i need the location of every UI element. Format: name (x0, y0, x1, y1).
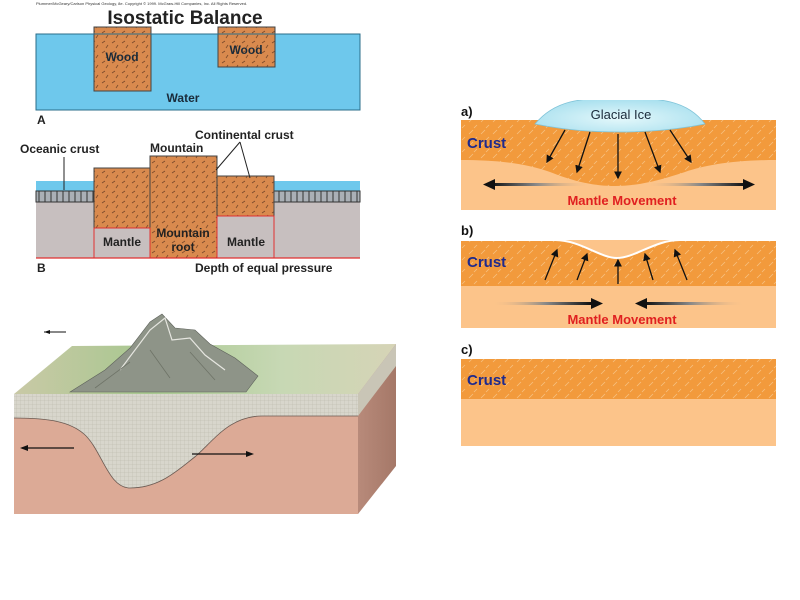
panel-a-movement-label: Mantle Movement (567, 193, 677, 208)
panel-b-label: b) (461, 223, 473, 238)
isostatic-balance-figure: Plummer/McGeary/Carlson Physical Geology… (20, 1, 361, 275)
depth-label: Depth of equal pressure (195, 261, 333, 275)
panel-b-letter: B (37, 261, 46, 275)
credit-line: Plummer/McGeary/Carlson Physical Geology… (36, 1, 247, 6)
mantle-label-left: Mantle (103, 235, 141, 249)
glacial-rebound-figure: a) Glacial Ice Crust Mantle Movement b) … (461, 100, 776, 446)
mountain-label: Mountain (150, 141, 203, 155)
panel-b-movement-label: Mantle Movement (567, 312, 677, 327)
panel-c-crust-label: Crust (467, 372, 506, 389)
panel-a-arrow-left (491, 183, 591, 186)
water-body (35, 33, 361, 111)
figure-title: Isostatic Balance (107, 8, 262, 29)
mountain-block (149, 155, 218, 259)
mountain-root-label-1: Mountain (156, 226, 209, 240)
oceanic-crust-left (35, 190, 95, 203)
glacial-ice-label: Glacial Ice (591, 107, 652, 122)
terrain-block-diagram (13, 313, 396, 514)
panel-a-crust-label: Crust (467, 135, 506, 152)
wood-label-1: Wood (105, 50, 138, 64)
panel-b-crust-label: Crust (467, 254, 506, 271)
oceanic-crust-label: Oceanic crust (20, 142, 99, 156)
oceanic-crust-right (273, 190, 361, 203)
panel-b-arrow-left (491, 302, 591, 305)
continental-crust-label: Continental crust (195, 128, 294, 142)
panel-a-letter: A (37, 113, 46, 127)
wood-block-large (93, 26, 152, 92)
mountain-root-label-2: root (171, 240, 194, 254)
glacial-ice (534, 100, 706, 133)
wood-label-2: Wood (229, 43, 262, 57)
panel-c-label: c) (461, 342, 473, 357)
panel-c-crust (461, 359, 776, 399)
panel-a-arrow-right (645, 183, 745, 186)
ocean-water-left (36, 181, 94, 191)
continental-crust-right (216, 175, 275, 217)
panel-b-arrow-right (645, 302, 745, 305)
mountain-peak (68, 313, 259, 393)
front-crust (14, 394, 358, 488)
panel-a-label: a) (461, 104, 473, 119)
ocean-water-right (274, 181, 360, 191)
mantle-label-right: Mantle (227, 235, 265, 249)
water-label: Water (167, 91, 200, 105)
continental-crust-left (93, 167, 151, 229)
